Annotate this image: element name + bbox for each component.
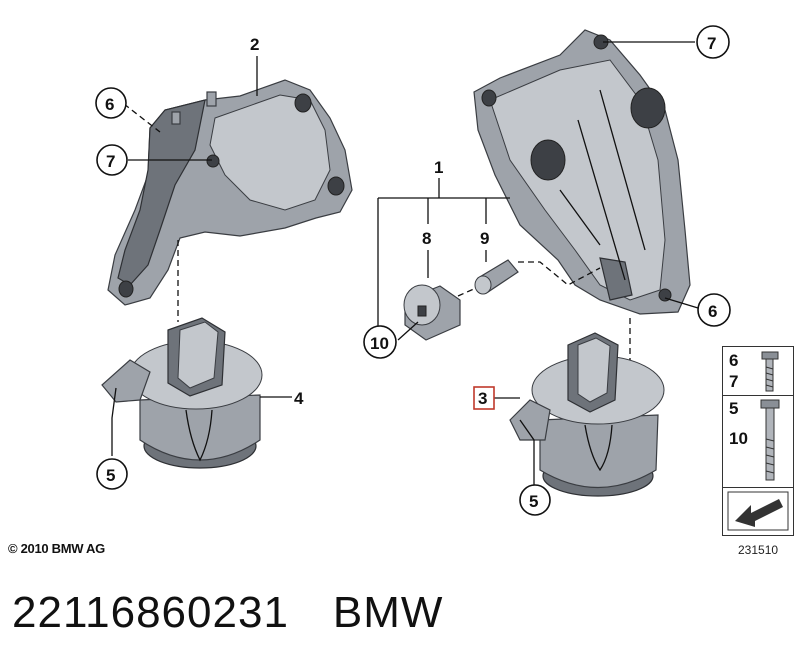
svg-text:5: 5: [529, 492, 538, 511]
svg-text:4: 4: [294, 389, 304, 408]
engine-bracket-left: [107, 79, 353, 306]
callout-1: 1: [434, 158, 443, 177]
engine-mount-left: [101, 317, 263, 469]
callout-2: 2: [250, 35, 259, 54]
engine-mount-right: [509, 332, 665, 497]
svg-text:2: 2: [250, 35, 259, 54]
svg-text:5: 5: [106, 466, 115, 485]
hardware-ref: 6: [729, 351, 739, 370]
callout-6-left: 6: [95, 87, 127, 119]
bushing: [474, 259, 519, 295]
callout-5-right: 5: [519, 484, 551, 516]
svg-text:6: 6: [708, 302, 717, 321]
callout-6-right: 6: [697, 293, 731, 327]
svg-text:6: 6: [105, 95, 114, 114]
callout-3: 3: [473, 386, 495, 410]
svg-text:10: 10: [370, 334, 389, 353]
hardware-row-arrow: [723, 487, 793, 535]
svg-text:9: 9: [480, 229, 489, 248]
bolt-long-icon: [760, 399, 780, 481]
part-number: 22116860231: [12, 588, 289, 637]
diagram-number: 231510: [738, 543, 779, 557]
leader-lines: [111, 41, 699, 486]
hardware-legend-table: 6 7 5 10: [722, 346, 794, 536]
callout-8: 8: [422, 229, 431, 248]
arrow-down-left-icon: [727, 491, 789, 531]
svg-text:7: 7: [106, 152, 115, 171]
rubber-buffer: [403, 284, 461, 341]
engine-bracket-right: [473, 29, 691, 315]
svg-text:7: 7: [707, 34, 716, 53]
brand-name: BMW: [332, 588, 444, 637]
svg-text:8: 8: [422, 229, 431, 248]
part-caption: 22116860231 BMW: [12, 588, 443, 638]
callout-5-left: 5: [96, 458, 128, 490]
callout-10: 10: [363, 325, 397, 359]
callout-7-left: 7: [96, 144, 128, 176]
hardware-ref: 5: [729, 399, 739, 418]
hardware-ref: 10: [729, 429, 748, 448]
bolt-short-icon: [761, 351, 779, 392]
callout-7-right: 7: [696, 25, 730, 59]
svg-text:1: 1: [434, 158, 443, 177]
callout-9: 9: [480, 229, 489, 248]
callout-4: 4: [294, 389, 304, 408]
hardware-ref: 7: [729, 372, 739, 391]
hardware-row-bolt-short: 6 7: [723, 347, 793, 396]
hardware-row-bolt-long: 5 10: [723, 395, 793, 488]
svg-text:3: 3: [478, 389, 487, 408]
copyright-notice: © 2010 BMW AG: [8, 541, 105, 556]
